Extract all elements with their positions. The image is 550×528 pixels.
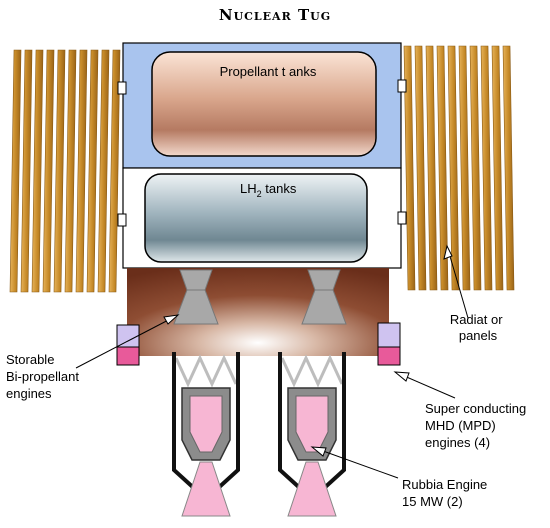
rubbia-engine-part <box>278 352 304 492</box>
radiator-slat <box>108 49 121 293</box>
storable-engines-label: Storable Bi-propellant engines <box>6 352 83 401</box>
rubbia-engine-part <box>320 352 346 492</box>
engine-bay <box>127 268 389 356</box>
radiator-label: Radiat or panels <box>450 312 506 343</box>
connector-left-lower <box>117 213 127 227</box>
rubbia-engine-label: Rubbia Engine 15 MW (2) <box>402 477 491 509</box>
connector-left-upper <box>117 81 127 95</box>
radiator-slat <box>447 45 460 291</box>
radiator-slat <box>502 45 515 291</box>
biprop-engine-right <box>301 269 347 325</box>
biprop-engine-left <box>173 269 219 325</box>
radiator-slat <box>414 45 427 291</box>
leader-lines <box>75 244 469 479</box>
diagram-title: Nuclear Tug <box>219 6 331 24</box>
mpd-engine-right-upper <box>377 322 401 348</box>
radiator-slat <box>20 49 33 293</box>
radiator-slat <box>469 45 482 291</box>
lh2-tank-label: LH2 tanks <box>240 181 297 199</box>
rubbia-engine-part <box>189 395 223 453</box>
radiator-slat <box>9 49 22 293</box>
mpd-engine-right-lower <box>377 346 401 366</box>
radiator-slat <box>97 49 110 293</box>
radiator-slat <box>458 45 471 291</box>
radiator-slat <box>53 49 66 293</box>
radiator-slat <box>425 45 438 291</box>
radiator-slat <box>31 49 44 293</box>
rubbia-engine-part <box>172 352 198 492</box>
radiator-panel-right <box>403 45 515 291</box>
mpd-engine-left-lower <box>116 346 140 366</box>
rubbia-engine-part <box>287 461 337 517</box>
radiator-slat <box>480 45 493 291</box>
radiator-slat <box>75 49 88 293</box>
rubbia-engine-part <box>214 352 240 492</box>
radiator-panel-left <box>9 49 121 293</box>
mpd-engines-label: Super conducting MHD (MPD) engines (4) <box>425 401 530 450</box>
engine-truss <box>174 354 344 388</box>
radiator-slat <box>491 45 504 291</box>
propellant-tank-label: Propellant t anks <box>220 64 317 79</box>
rubbia-engine-part <box>181 461 231 517</box>
mpd-engine-left-upper <box>116 324 140 348</box>
radiator-slat <box>64 49 77 293</box>
radiator-slat <box>86 49 99 293</box>
connector-right-upper <box>397 79 407 93</box>
radiator-slat <box>403 45 416 291</box>
lh2-tank <box>144 173 368 263</box>
propellant-tank <box>151 51 377 157</box>
connector-right-lower <box>397 211 407 225</box>
radiator-slat <box>436 45 449 291</box>
radiator-slat <box>42 49 55 293</box>
rubbia-engine-left <box>172 352 240 517</box>
rubbia-engine-right <box>278 352 346 517</box>
